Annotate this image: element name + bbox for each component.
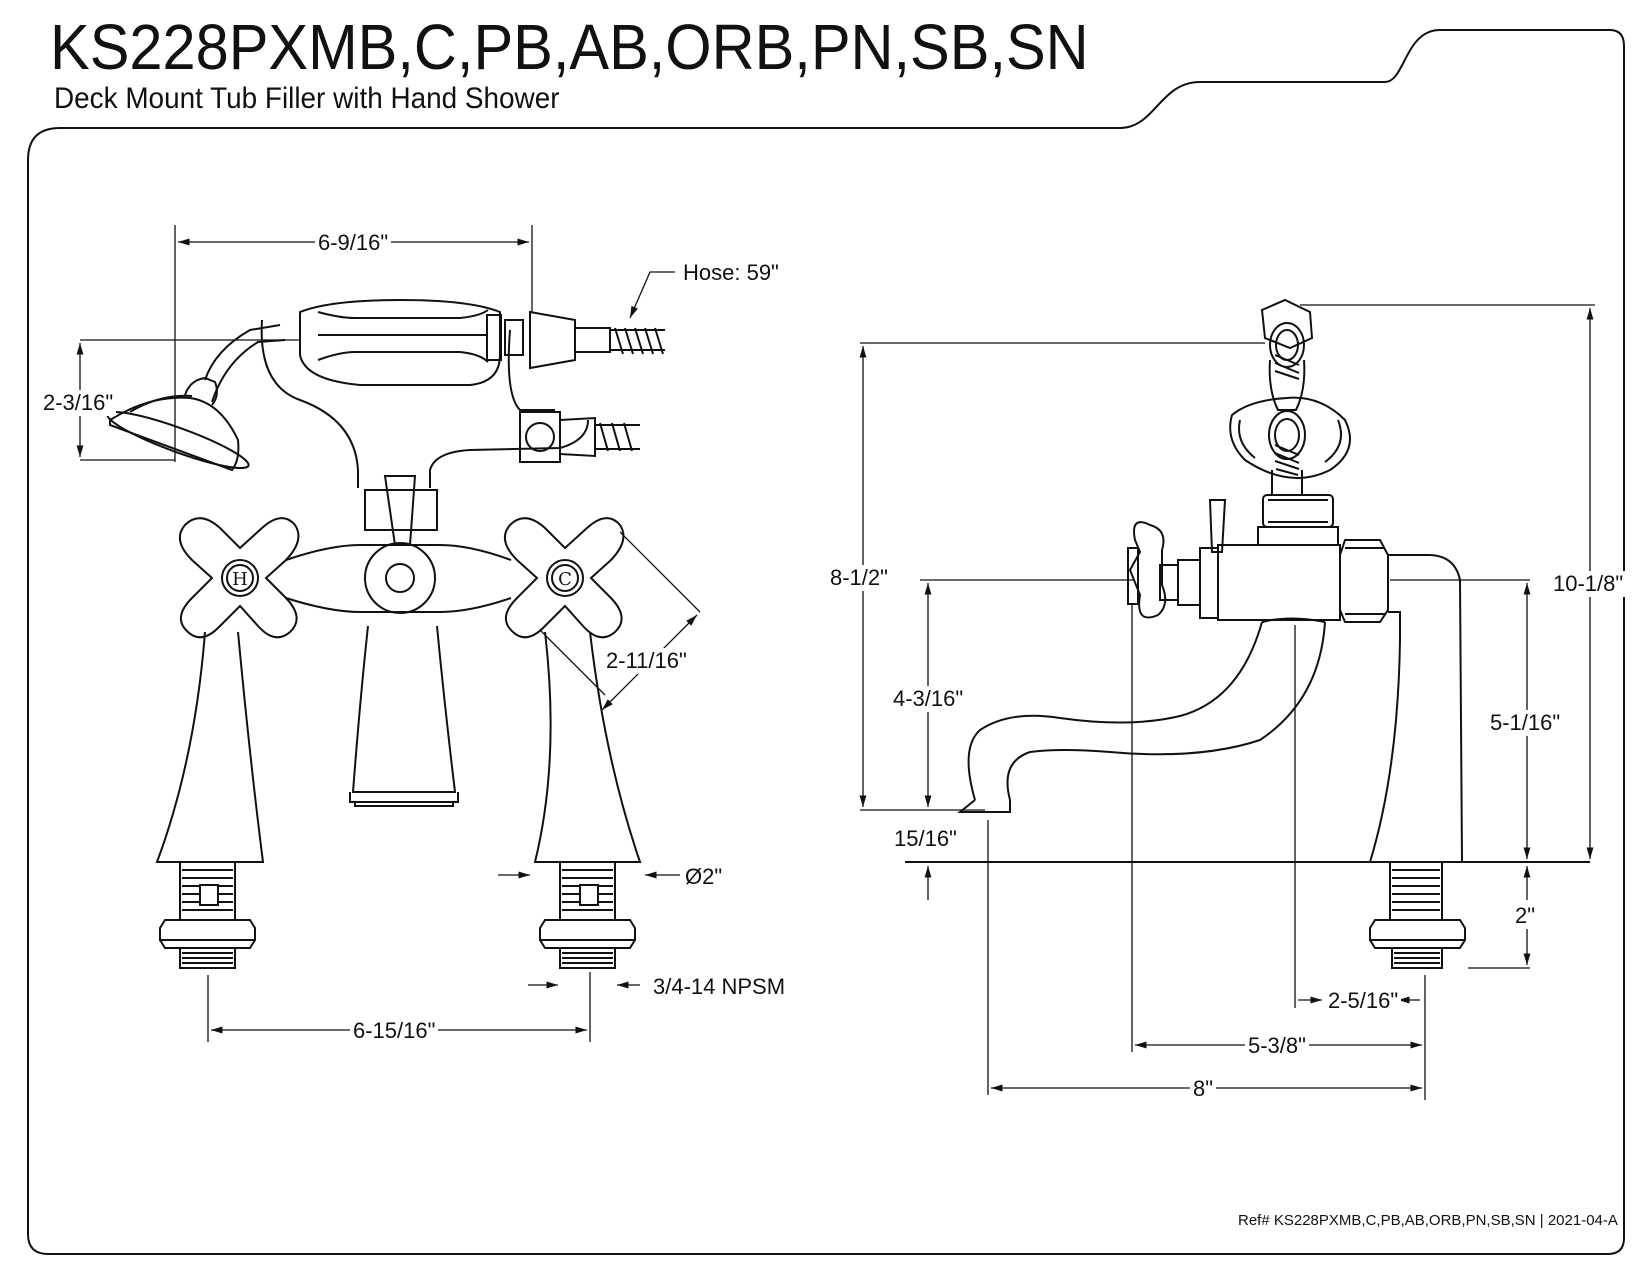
hose-threads <box>610 327 665 355</box>
dim-spout-offset: 2-5/16" <box>1325 988 1402 1014</box>
front-view-drawing <box>106 298 665 969</box>
dim-handle-span: 2-11/16" <box>603 648 690 674</box>
dim-handle-reach: 5-3/8" <box>1245 1033 1309 1059</box>
hose-length-label: Hose: 59" <box>683 260 779 285</box>
shower-holder <box>1229 298 1351 496</box>
dim-overall-height-spout: 8-1/2" <box>827 565 891 591</box>
dim-spout-height: 4-3/16" <box>890 686 967 712</box>
right-leg <box>533 631 642 969</box>
dim-width-top: 6-9/16" <box>315 230 392 256</box>
handle-cradle <box>299 298 611 386</box>
left-leg <box>155 631 265 969</box>
side-view-drawing <box>905 298 1590 969</box>
side-leg <box>1369 862 1466 969</box>
sheet-frame <box>27 29 1625 1255</box>
dim-spout-clearance: 15/16" <box>891 826 960 852</box>
reference-note: Ref# KS228PXMB,C,PB,AB,ORB,PN,SB,SN | 20… <box>1238 1212 1618 1229</box>
dim-centers: 6-15/16" <box>350 1018 439 1044</box>
dim-shower-height: 2-3/16" <box>40 390 117 416</box>
dim-diameter: Ø2" <box>685 864 723 889</box>
front-spout <box>349 625 459 807</box>
dim-overall-height: 10-1/8" <box>1550 571 1627 597</box>
side-spout <box>957 617 1326 813</box>
hot-handle <box>178 517 300 639</box>
diverter-lever <box>364 475 438 546</box>
dim-body-height: 5-1/16" <box>1487 710 1564 736</box>
dim-spout-reach: 8" <box>1190 1076 1217 1102</box>
hand-shower-head <box>106 324 286 472</box>
dim-shank: 2" <box>1512 903 1539 929</box>
model-title: KS228PXMB,C,PB,AB,ORB,PN,SB,SN <box>50 11 1089 83</box>
side-dimension-lines <box>859 304 1595 1100</box>
hot-letter: H <box>232 569 248 590</box>
hose-connector <box>519 411 640 463</box>
cold-letter: C <box>558 569 572 590</box>
dim-thread: 3/4-14 NPSM <box>653 974 786 999</box>
product-subtitle: Deck Mount Tub Filler with Hand Shower <box>54 82 560 115</box>
